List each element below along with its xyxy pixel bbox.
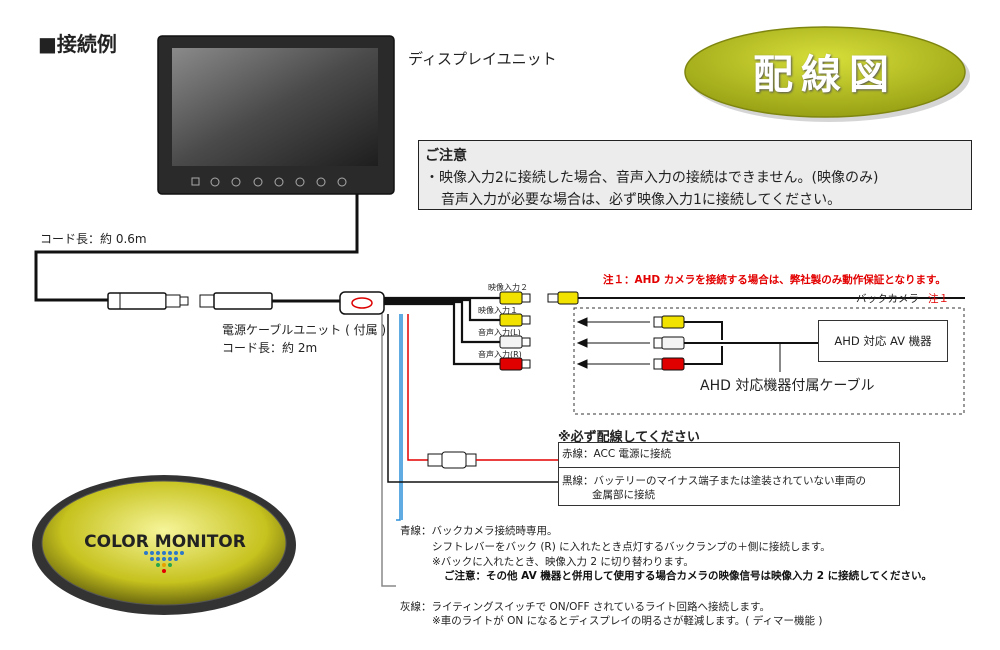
label-video-in-2: 映像入力２ <box>488 283 528 292</box>
gray-wire-desc-1: 灰線：ライティングスイッチで ON/OFF されているライト回路へ接続します。 <box>400 601 770 613</box>
back-camera-note: 注１ <box>928 293 949 305</box>
display-cord-length: コード長：約 0.6m <box>40 232 147 246</box>
blue-wire-desc-1: 青線：バックカメラ接続時専用。 <box>400 525 558 537</box>
notice-line-2: 音声入力が必要な場合は、必ず映像入力1に接続してください。 <box>441 192 842 208</box>
black-wire <box>387 314 560 483</box>
display-buttons <box>191 177 347 187</box>
black-wire-desc-1: 黒線：バッテリーのマイナス端子または塗装されていない車両の <box>562 475 866 487</box>
back-camera-label: バックカメラ <box>856 293 919 305</box>
power-cable-name: 電源ケーブルユニット ( 付属 ) <box>222 323 387 337</box>
ahd-device-label: AHD 対応 AV 機器 <box>834 334 932 348</box>
rca-audio-r <box>499 357 531 371</box>
junction-box <box>339 291 385 315</box>
display-unit-label: ディスプレイユニット <box>408 50 557 68</box>
section-title: ■接続例 <box>38 32 117 56</box>
color-monitor-badge <box>32 475 296 615</box>
blue-wire-desc-2: シフトレバーをバック (R) に入れたとき点灯するバックランプの＋側に接続します… <box>432 541 831 553</box>
ahd-warning-note: 注１：AHD カメラを接続する場合は、弊社製のみ動作保証となります。 <box>603 274 946 286</box>
wiring-diagram-badge <box>684 26 970 122</box>
ahd-cable <box>684 321 818 365</box>
ahd-arrows <box>576 317 650 369</box>
black-wire-desc-2: 金属部に接続 <box>592 489 655 501</box>
display-cord <box>34 194 359 302</box>
rca-video-in-2 <box>499 291 531 305</box>
gray-wire-desc-2: ※車のライトが ON になるとディスプレイの明るさが軽減します。( ディマー機能… <box>432 615 823 627</box>
av-branch-cables <box>384 296 500 366</box>
notice-line-1: ・映像入力2に接続した場合、音声入力の接続はできません。(映像のみ) <box>425 170 879 186</box>
red-wire <box>407 314 428 461</box>
display-connector <box>107 292 273 310</box>
rca-audio-l <box>499 335 531 349</box>
blue-wire-desc-3: ※バックに入れたとき、映像入力 2 に切り替わります。 <box>432 556 694 568</box>
label-audio-l: 音声入力(L) <box>478 328 521 337</box>
blue-wire-caution: ご注意：その他 AV 機器と併用して使用する場合カメラの映像信号は映像入力 2 … <box>444 570 933 582</box>
ahd-plugs <box>653 315 685 371</box>
color-monitor-text: COLOR MONITOR <box>84 532 246 552</box>
red-wire-desc: 赤線：ACC 電源に接続 <box>562 448 671 460</box>
ahd-dashed-box <box>573 307 965 415</box>
gray-wire <box>381 314 396 587</box>
ahd-device-box: AHD 対応 AV 機器 <box>818 320 948 362</box>
display-unit <box>157 35 395 195</box>
back-camera-plug <box>547 291 579 305</box>
label-video-in-1: 映像入力１ <box>478 306 518 315</box>
wiring-box: 赤線：ACC 電源に接続 黒線：バッテリーのマイナス端子または塗装されていない車… <box>558 442 900 506</box>
notice-box: ご注意 ・映像入力2に接続した場合、音声入力の接続はできません。(映像のみ) 音… <box>418 140 972 210</box>
fuse-holder <box>427 451 477 469</box>
label-audio-r: 音声入力(R) <box>478 350 522 359</box>
wiring-heading: ※必ず配線してください <box>558 430 700 445</box>
blue-wire <box>396 314 401 521</box>
badge-text: 配線図 <box>753 51 897 98</box>
power-cable-length: コード長：約 2m <box>222 341 318 355</box>
rca-video-in-1 <box>499 313 531 327</box>
ahd-cable-label: AHD 対応機器付属ケーブル <box>700 378 875 394</box>
notice-heading: ご注意 <box>425 148 467 164</box>
